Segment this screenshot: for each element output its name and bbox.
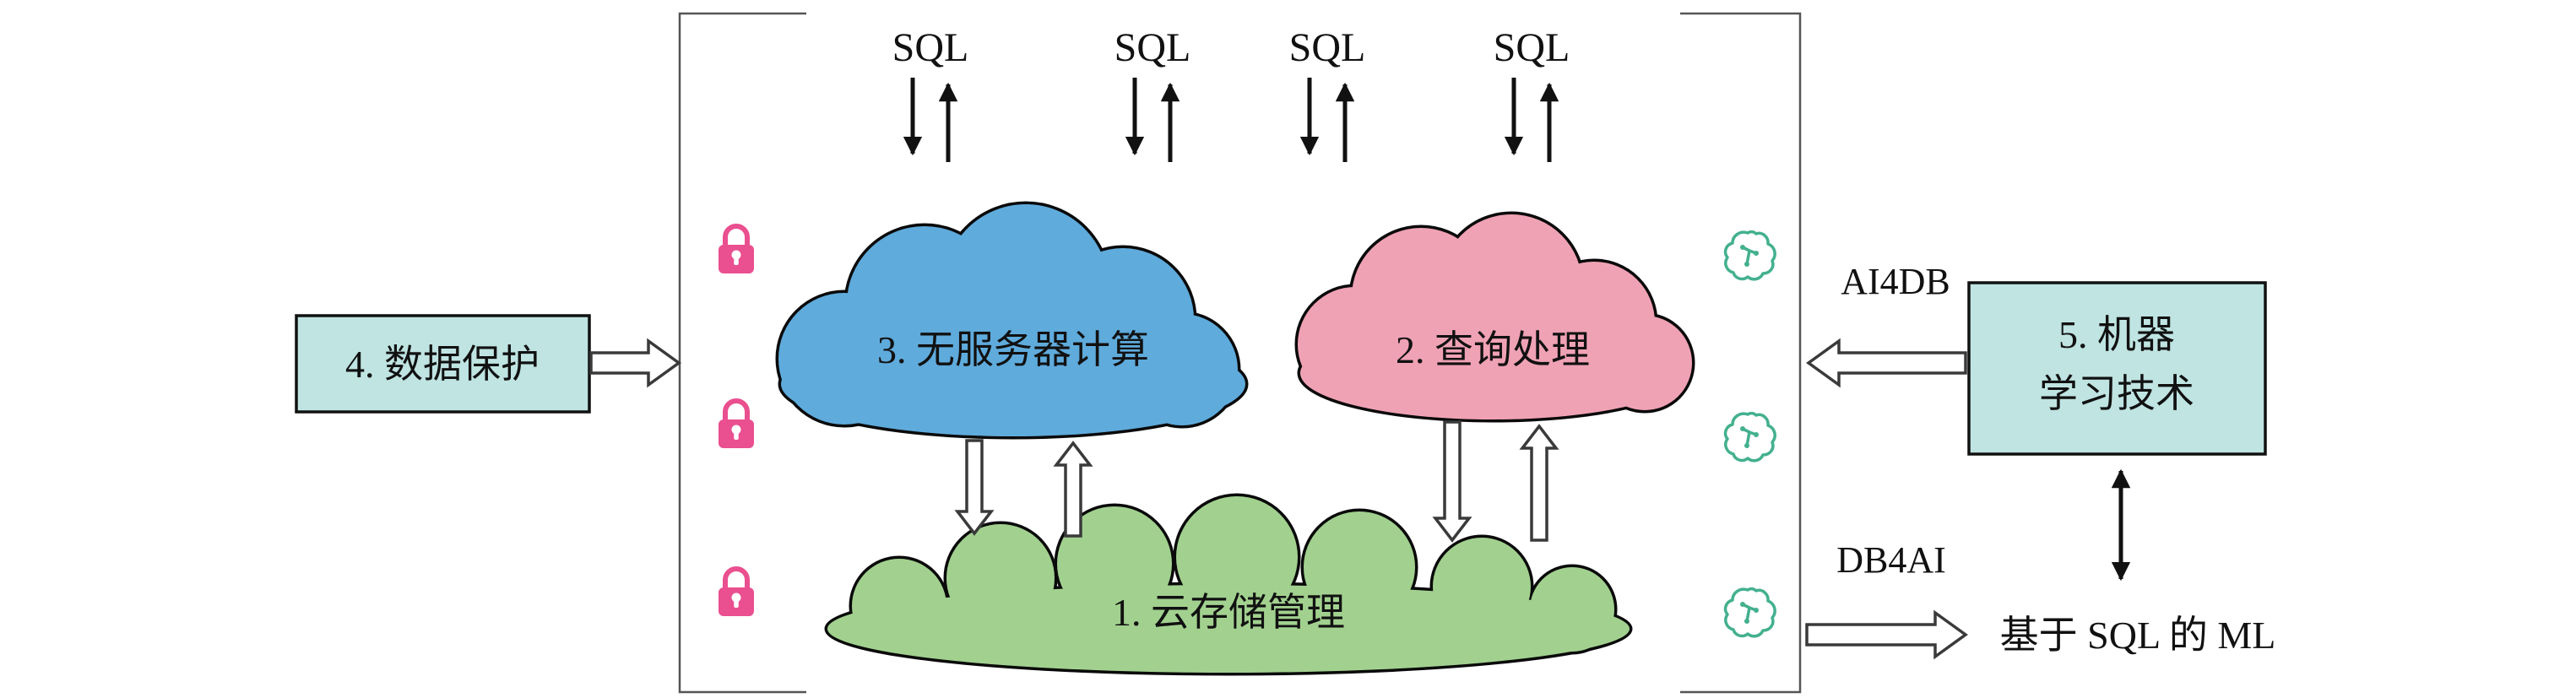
serverless-to-storage-arrow (954, 439, 995, 536)
sql-label-1: SQL (892, 25, 969, 70)
sql-label-2: SQL (1114, 25, 1191, 70)
storage-to-query-arrow (1519, 424, 1559, 542)
db4ai-label: DB4AI (1836, 539, 1946, 581)
ml-box-label-line2: 学习技术 (2039, 372, 2194, 415)
ml-box-label-line1: 5. 机器 (2058, 313, 2175, 356)
ai-brain-icon (1723, 587, 1776, 638)
lock-icon (719, 226, 754, 273)
storage-to-serverless-arrow (1053, 441, 1093, 538)
cloud-serverless: 3. 无服务器计算 (778, 204, 1245, 436)
frame-bracket-right (1680, 12, 1802, 694)
cloud-storage-label: 1. 云存储管理 (1112, 591, 1345, 634)
cloud-storage: 1. 云存储管理 (827, 496, 1630, 673)
cloud-serverless-label: 3. 无服务器计算 (877, 328, 1149, 371)
ml-to-frame-arrow (1806, 338, 1967, 388)
sql-flow-2: SQL (1114, 25, 1191, 162)
ai-brain-icon (1723, 411, 1776, 463)
db4ai-arrow (1805, 609, 1968, 660)
frame-bracket-left (678, 12, 806, 694)
ml-box: 5. 机器 学习技术 (1967, 281, 2267, 456)
cloud-query: 2. 查询处理 (1298, 214, 1692, 419)
ai-brain-icon (1723, 230, 1776, 281)
cloud-query-label: 2. 查询处理 (1396, 328, 1590, 371)
data-protection-box: 4. 数据保护 (295, 314, 591, 414)
data-protection-label: 4. 数据保护 (345, 343, 540, 386)
sql-label-4: SQL (1494, 25, 1570, 70)
lock-icon (719, 401, 754, 448)
sql-label-3: SQL (1289, 25, 1366, 70)
lock-icon (719, 569, 754, 616)
sql-flow-4: SQL (1494, 25, 1570, 162)
sql-flow-3: SQL (1289, 25, 1366, 162)
sql-flow-1: SQL (892, 25, 969, 162)
query-to-storage-arrow (1432, 420, 1472, 543)
ai4db-label: AI4DB (1841, 261, 1950, 302)
data-protection-arrow (589, 338, 681, 388)
sql-ml-label: 基于 SQL 的 ML (2000, 614, 2276, 657)
